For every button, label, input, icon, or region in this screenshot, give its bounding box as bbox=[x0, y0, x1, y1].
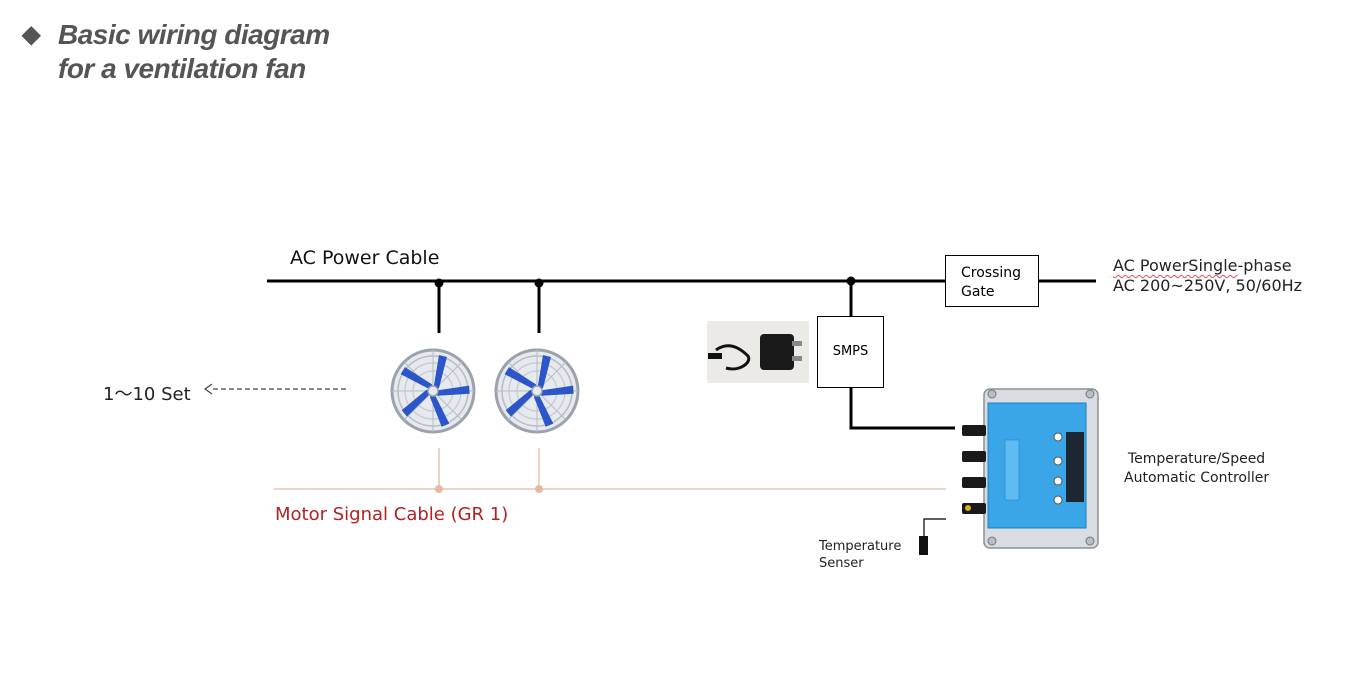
fan-icon bbox=[494, 348, 580, 434]
crossing-gate-label-1: Crossing bbox=[961, 265, 1022, 281]
smps-box: SMPS bbox=[817, 316, 884, 388]
ac-power-spec-line-2: AC 200~250V, 50/60Hz bbox=[1113, 276, 1303, 295]
motor-signal-cable-label: Motor Signal Cable (GR 1) bbox=[275, 504, 509, 525]
fan-icon bbox=[390, 348, 476, 434]
signal-dot-fan2 bbox=[535, 485, 543, 493]
junction-dot-fan1 bbox=[434, 278, 444, 288]
ac-power-spec: AC PowerSingle-phase AC 200~250V, 50/60H… bbox=[1113, 256, 1302, 296]
title-line-1: Basic wiring diagram bbox=[58, 19, 330, 50]
arrow-head-icon bbox=[203, 383, 213, 395]
sensor-label-1: Temperature bbox=[819, 539, 902, 554]
title-line-2: for a ventilation fan bbox=[58, 53, 306, 84]
temperature-sensor-icon bbox=[919, 518, 946, 555]
signal-dot-fan1 bbox=[435, 485, 443, 493]
page-title: ◆ Basic wiring diagram for a ventilation… bbox=[22, 18, 330, 86]
power-adapter-icon bbox=[707, 321, 809, 383]
crossing-gate-box: Crossing Gate bbox=[945, 255, 1039, 307]
set-count-label: 1～10 Set bbox=[103, 384, 191, 405]
smps-controller-cable bbox=[849, 388, 955, 430]
sensor-label-2: Senser bbox=[819, 556, 864, 571]
ac-power-spec-word: AC PowerSingle bbox=[1113, 256, 1238, 275]
crossing-gate-label-2: Gate bbox=[961, 284, 995, 300]
junction-dot-smps bbox=[846, 276, 856, 286]
smps-label: SMPS bbox=[832, 344, 869, 359]
controller-label: Temperature/Speed Automatic Controller bbox=[1124, 450, 1269, 488]
controller-label-1: Temperature/Speed bbox=[1127, 451, 1266, 467]
diamond-bullet-icon: ◆ bbox=[22, 21, 40, 48]
ac-power-spec-suffix: -phase bbox=[1237, 256, 1292, 275]
ac-power-cable-label: AC Power Cable bbox=[290, 247, 440, 269]
controller-device-icon bbox=[962, 388, 1099, 549]
junction-dot-fan2 bbox=[534, 278, 544, 288]
temperature-sensor-label: Temperature Senser bbox=[819, 538, 901, 572]
controller-label-2: Automatic Controller bbox=[1124, 470, 1270, 486]
